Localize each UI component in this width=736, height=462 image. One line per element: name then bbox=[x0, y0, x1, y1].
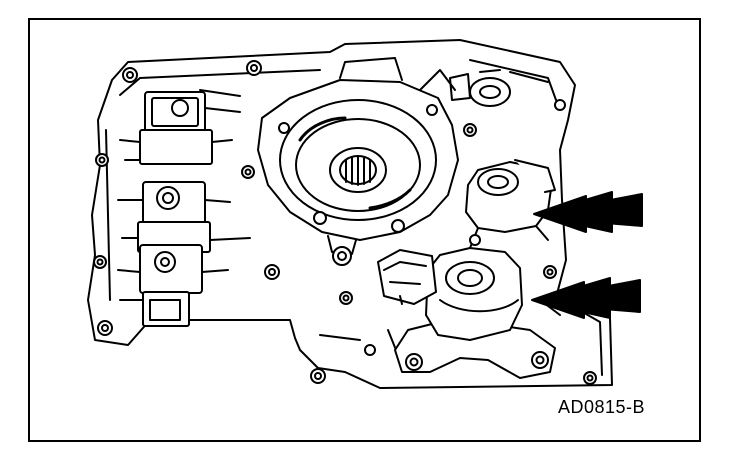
pointer-arrow-upper bbox=[533, 191, 643, 233]
solenoid-lower-left bbox=[117, 244, 229, 327]
solenoid-middle-left bbox=[117, 181, 231, 253]
center-housing bbox=[257, 57, 459, 266]
figure-code: AD0815-B bbox=[558, 397, 646, 417]
shift-solenoid-lower-right bbox=[377, 247, 556, 379]
pointer-arrow-lower bbox=[531, 277, 641, 319]
oval-boss bbox=[469, 77, 511, 107]
solenoid-upper-left bbox=[119, 91, 233, 165]
electrical-connector bbox=[377, 249, 437, 305]
shift-solenoid-upper-right bbox=[465, 159, 556, 255]
bolt-holes bbox=[93, 60, 597, 385]
plate-inner-contour bbox=[105, 59, 603, 376]
